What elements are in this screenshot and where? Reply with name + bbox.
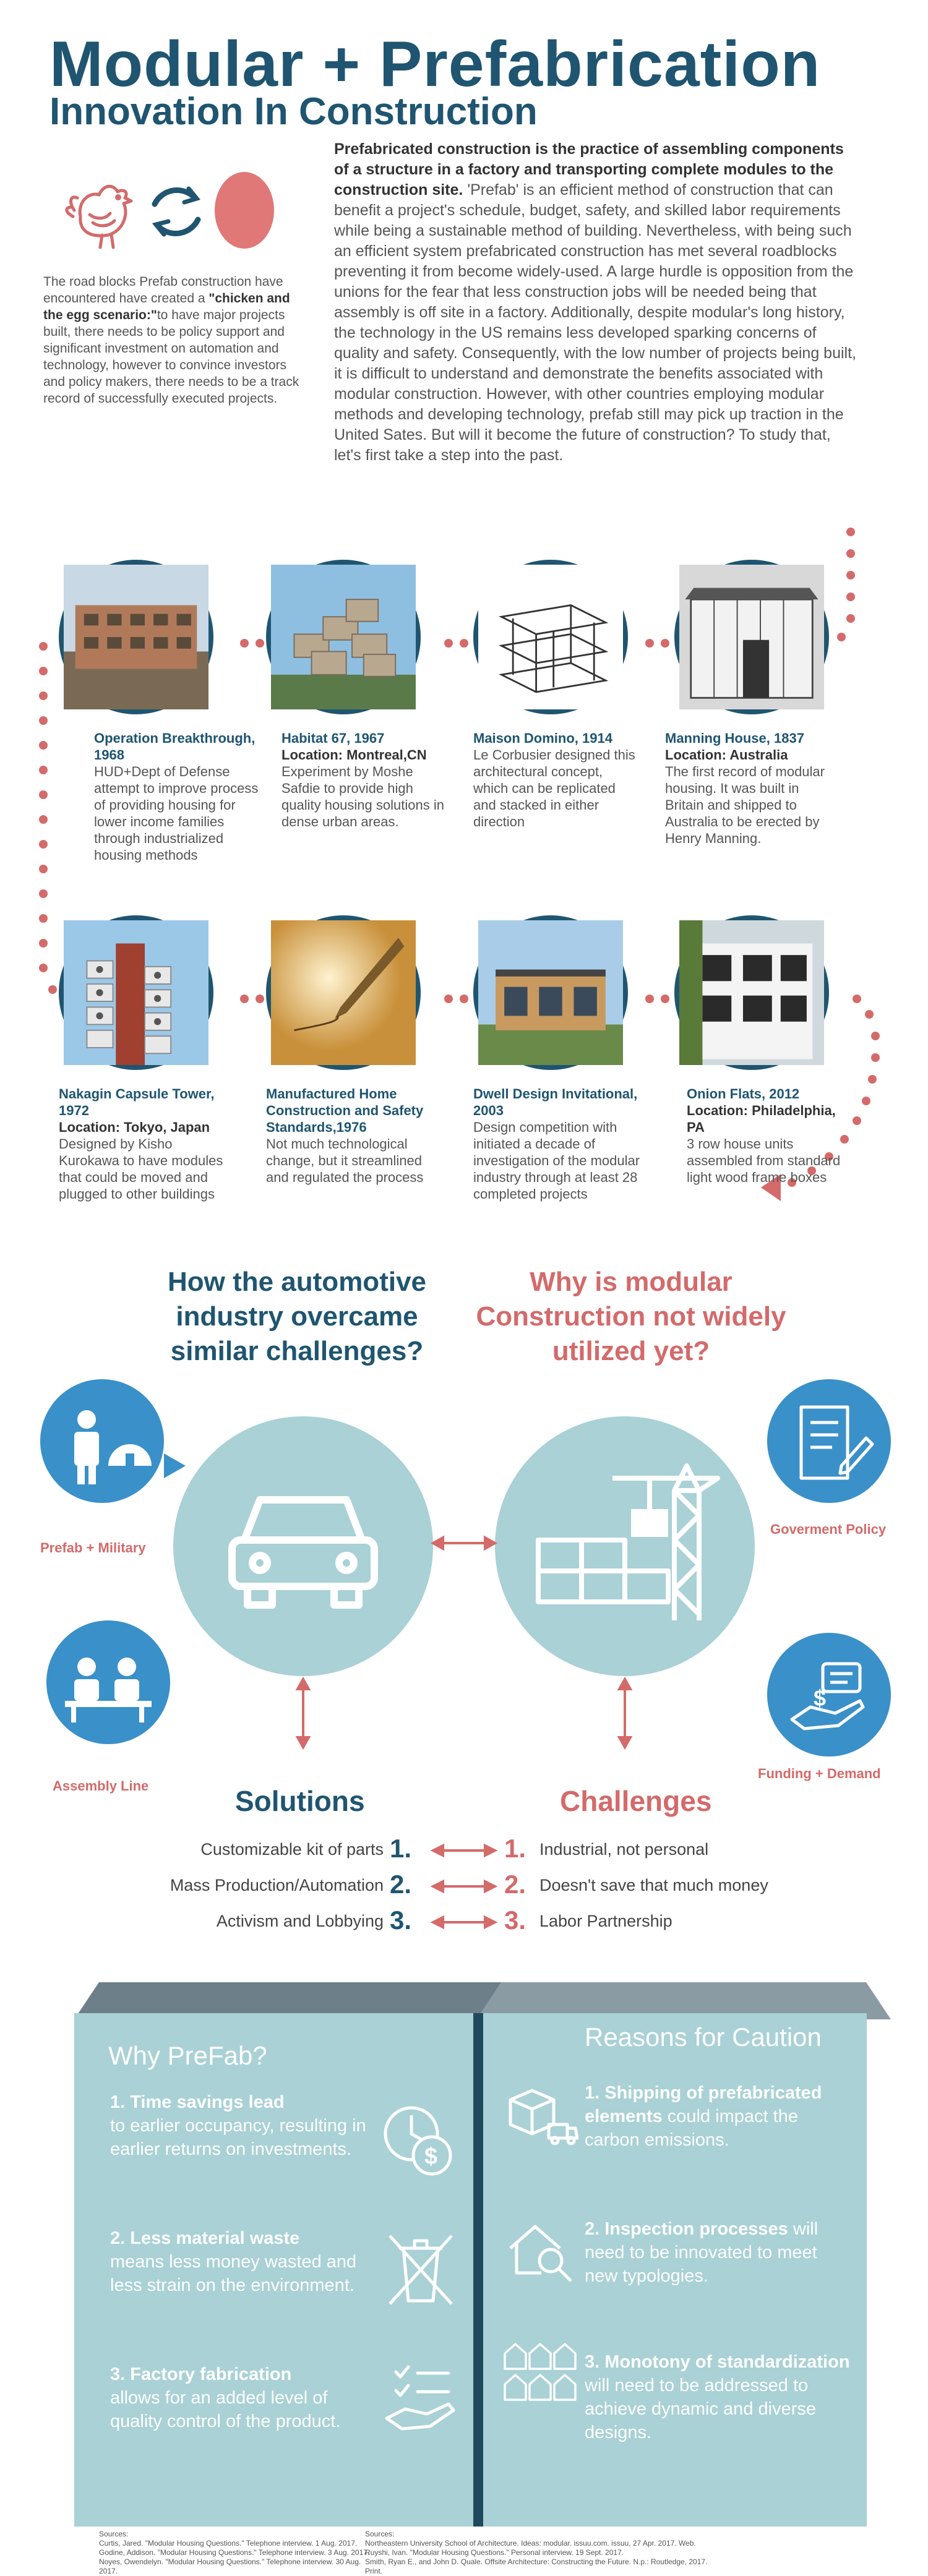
checklist-hand-icon [385,2365,455,2431]
document-sign-icon [799,1405,874,1480]
assembly-line-label: Assembly Line [53,1778,149,1794]
row-double-arrow-icon [430,1879,498,1894]
solution-number: 1. [390,1834,412,1863]
solution-text: Customizable kit of parts [200,1840,384,1859]
military-circle [40,1379,186,1503]
shipping-truck-icon [509,2089,579,2146]
svg-text:$: $ [814,1685,826,1711]
timeline-item-habitat-67: Habitat 67, 1967 Location: Montreal,CN E… [281,730,444,829]
challenge-number: 3. [504,1906,526,1935]
caution-item: 3. Monotony of standardization will need… [585,2352,850,2442]
caution-item: 1. Shipping of prefabricated elements co… [585,2083,822,2150]
comparison-row: Activism and Lobbying 3. 3. Labor Partne… [0,1906,928,1941]
challenge-number: 1. [504,1834,526,1863]
house-inspect-icon [509,2225,572,2282]
cycle-arrows-icon [152,186,201,237]
habitat-67-photo [266,560,421,714]
solution-text: Activism and Lobbying [216,1912,384,1930]
solution-text: Mass Production/Automation [170,1876,384,1894]
maison-domino-photo [473,560,628,714]
page-subtitle: Innovation In Construction [49,90,538,133]
comparison-row: Mass Production/Automation 2. 2. Doesn't… [0,1870,928,1906]
policy-circle [767,1379,891,1503]
challenges-title: Challenges [560,1785,712,1817]
money-hand-icon: $ [790,1662,865,1731]
why-prefab-panel [74,2013,483,2527]
operation-breakthrough-photo [59,560,213,714]
intro-paragraph: Prefabricated construction is the practi… [334,140,856,464]
egg-icon [215,172,274,249]
compare-double-arrow-icon [430,1535,498,1551]
challenge-text: Labor Partnership [539,1912,672,1930]
page-title: Modular + Prefabrication [49,28,821,100]
challenges-down-arrow-icon [617,1676,633,1750]
repeated-houses-icon [504,2343,577,2401]
funding-circle: $ [767,1633,891,1757]
caution-title: Reasons for Caution [585,2022,822,2052]
nakagin-capsule-tower-photo [59,915,213,1070]
onion-flats-photo [674,915,829,1070]
sources-left: Sources: Curtis, Jared. "Modular Housing… [99,2530,370,2575]
timeline-item-dwell-design: Dwell Design Invitational, 2003 Design c… [473,1086,640,1202]
timeline-dotted-path [39,528,880,1201]
comparison-row: Customizable kit of parts 1. 1. Industri… [0,1834,928,1870]
svg-text:$: $ [424,2144,437,2170]
solution-number: 3. [390,1906,412,1935]
military-label: Prefab + Military [40,1540,146,1555]
timeline-item-onion-flats: Onion Flats, 2012 Location: Philadelphia… [687,1086,841,1185]
soldier-hut-icon [74,1410,186,1484]
solutions-title: Solutions [235,1785,365,1817]
modular-construction-circle [495,1416,755,1676]
dwell-design-invitational-photo [473,915,628,1070]
timeline-item-maison-domino: Maison Domino, 1914 Le Corbusier designe… [473,730,635,829]
car-icon [228,1496,378,1609]
solutions-down-arrow-icon [295,1676,311,1750]
row-double-arrow-icon [430,1915,498,1930]
automotive-circle [173,1416,433,1676]
timeline-item-nakagin: Nakagin Capsule Tower, 1972 Location: To… [59,1086,223,1202]
challenge-number: 2. [504,1870,526,1899]
workers-icon [65,1658,152,1722]
automotive-question: How the automotive industry overcame sim… [167,1267,427,1366]
clock-money-icon: $ [384,2106,452,2176]
no-waste-bin-icon [389,2235,453,2305]
timeline-item-manufactured-home: Manufactured Home Construction and Safet… [266,1086,424,1185]
timeline-item-manning-house: Manning House, 1837 Location: Australia … [665,730,825,846]
challenge-text: Industrial, not personal [539,1840,709,1859]
comparison-list: Customizable kit of parts 1. 1. Industri… [0,1834,928,1958]
challenge-text: Doesn't save that much money [539,1876,768,1894]
crane-modules-icon [536,1463,720,1620]
modular-question: Why is modular Construction not widely u… [476,1267,786,1366]
panel-roof [74,1982,891,2019]
policy-label: Goverment Policy [770,1521,887,1537]
caution-item: 2. Inspection processes will need to be … [585,2219,818,2286]
solution-number: 2. [390,1870,412,1899]
sources-right: Sources: Northeastern University School … [365,2530,708,2575]
timeline-item-operation-breakthrough: Operation Breakthrough, 1968 HUD+Dept of… [94,730,259,863]
funding-label: Funding + Demand [758,1766,881,1781]
why-prefab-title: Why PreFab? [108,2041,267,2070]
chicken-egg-note: The road blocks Prefab construction have… [43,275,299,406]
assembly-line-circle [46,1620,170,1744]
chicken-egg-illustration [56,158,278,257]
panel-divider [473,2013,483,2527]
manufactured-home-standards-photo [266,915,421,1070]
manning-house-photo [674,560,829,714]
chicken-icon [65,184,133,249]
row-double-arrow-icon [430,1843,498,1858]
